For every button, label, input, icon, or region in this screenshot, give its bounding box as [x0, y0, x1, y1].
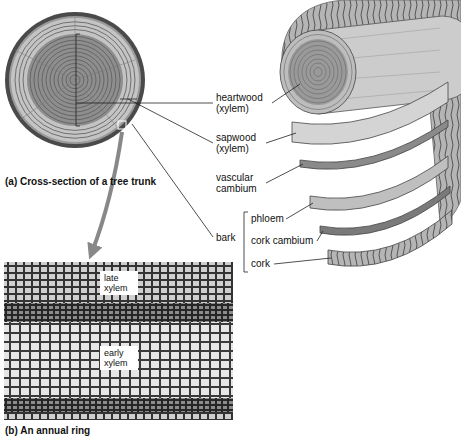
part-label: bark — [216, 232, 235, 243]
part-label: vascular cambium — [216, 172, 264, 194]
zoom-arrow — [92, 132, 122, 252]
label-box: early xylem — [100, 346, 138, 370]
annual-ring-micrograph — [4, 262, 233, 420]
part-label: cork — [251, 258, 270, 269]
part-label: heartwood (xylem) — [216, 92, 270, 114]
trunk-layers-illustration — [280, 0, 461, 266]
box-text: late xylem — [104, 273, 134, 293]
part-label: cork cambium — [251, 235, 313, 246]
trunk-cross-section — [5, 12, 145, 148]
label-box: late xylem — [100, 271, 138, 295]
box-text: early xylem — [104, 348, 134, 368]
part-label: sapwood (xylem) — [216, 132, 264, 154]
figure-caption: (b) An annual ring — [5, 425, 90, 436]
figure-caption: (a) Cross-section of a tree trunk — [5, 176, 156, 187]
part-label: phloem — [251, 213, 284, 224]
